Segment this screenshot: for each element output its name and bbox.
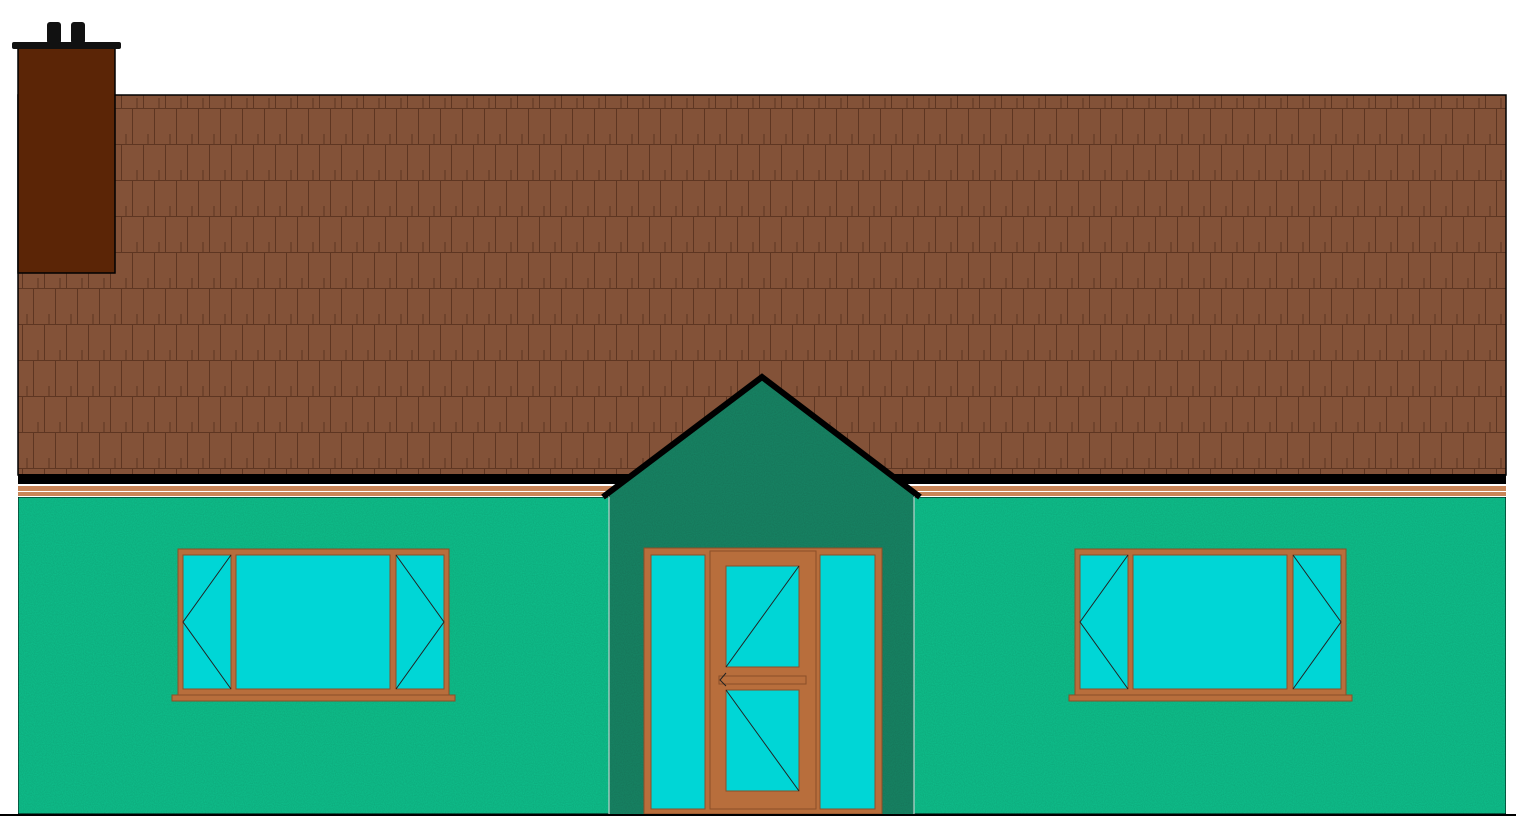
- chimney-stack: [17, 45, 116, 274]
- opening-indicator: [1292, 554, 1342, 690]
- opening-indicator: [725, 565, 800, 668]
- window-glass: [1079, 554, 1129, 690]
- door-handle-indicator: [719, 672, 727, 687]
- window-sill: [171, 694, 456, 702]
- chimney-icon: [12, 22, 121, 274]
- casement-window-icon: [1068, 548, 1353, 702]
- door-icon: [643, 547, 883, 815]
- door-mid-rail: [718, 675, 807, 685]
- chimney-cap: [12, 42, 121, 49]
- chimney-pot: [71, 22, 85, 44]
- opening-indicator: [725, 689, 800, 792]
- opening-indicator: [1079, 554, 1129, 690]
- opening-indicator: [182, 554, 232, 690]
- window-glass: [395, 554, 445, 690]
- window-glass: [235, 554, 391, 690]
- porch-roof-edge: [601, 373, 922, 500]
- side-light-left: [650, 554, 706, 810]
- window-sill: [1068, 694, 1353, 702]
- casement-window-icon: [171, 548, 456, 702]
- window-glass: [182, 554, 232, 690]
- side-light-right: [819, 554, 876, 810]
- chimney-pot: [47, 22, 61, 44]
- opening-indicator: [395, 554, 445, 690]
- window-glass: [1132, 554, 1288, 690]
- window-glass: [1292, 554, 1342, 690]
